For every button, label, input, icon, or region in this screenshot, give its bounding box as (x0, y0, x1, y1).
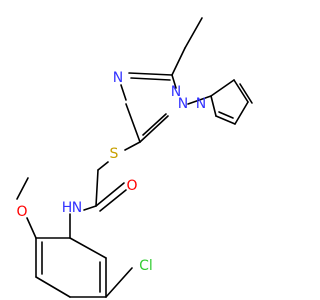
bond (99, 189, 127, 212)
bond (239, 83, 253, 104)
atom-o-carbonyl: O (126, 178, 137, 194)
bond (187, 95, 212, 105)
bond (218, 111, 234, 119)
bond (142, 113, 167, 136)
bond (97, 161, 109, 171)
bonds (16, 17, 253, 298)
atom-n-triazole-top: N (171, 84, 181, 100)
atom-s-thioether: S (110, 146, 119, 162)
bond (16, 177, 29, 200)
bond (210, 95, 217, 117)
bond (95, 169, 99, 207)
atom-o-methoxy: O (16, 204, 27, 220)
bond (26, 217, 37, 239)
atom-n-triazole-left: N (113, 70, 123, 86)
bond (35, 276, 71, 298)
atom-n-amide: N (72, 200, 82, 216)
bond (120, 84, 127, 101)
bond (210, 79, 235, 97)
bond (184, 17, 203, 49)
bond (171, 74, 177, 89)
bond (125, 103, 141, 143)
molecule-structure: N N N N S O N H O Cl (16, 17, 253, 298)
atom-cl: Cl (139, 258, 153, 274)
atom-labels: N N N N S O N H O Cl (16, 70, 206, 274)
bond (234, 101, 249, 125)
bond (233, 79, 249, 103)
bond (139, 115, 169, 143)
atom-n-pyrrole: N (196, 96, 206, 112)
bond (128, 72, 173, 76)
bond (130, 77, 171, 81)
atom-n-triazole-center: N (178, 96, 188, 112)
bond (171, 47, 186, 76)
bond (83, 205, 97, 211)
bond (215, 115, 236, 125)
bond (95, 182, 125, 207)
bond (105, 267, 133, 298)
atom-h-amide: H (62, 200, 73, 216)
bond (69, 237, 107, 259)
bond (124, 141, 141, 151)
molecule-canvas: N N N N S O N H O Cl (16, 17, 253, 298)
